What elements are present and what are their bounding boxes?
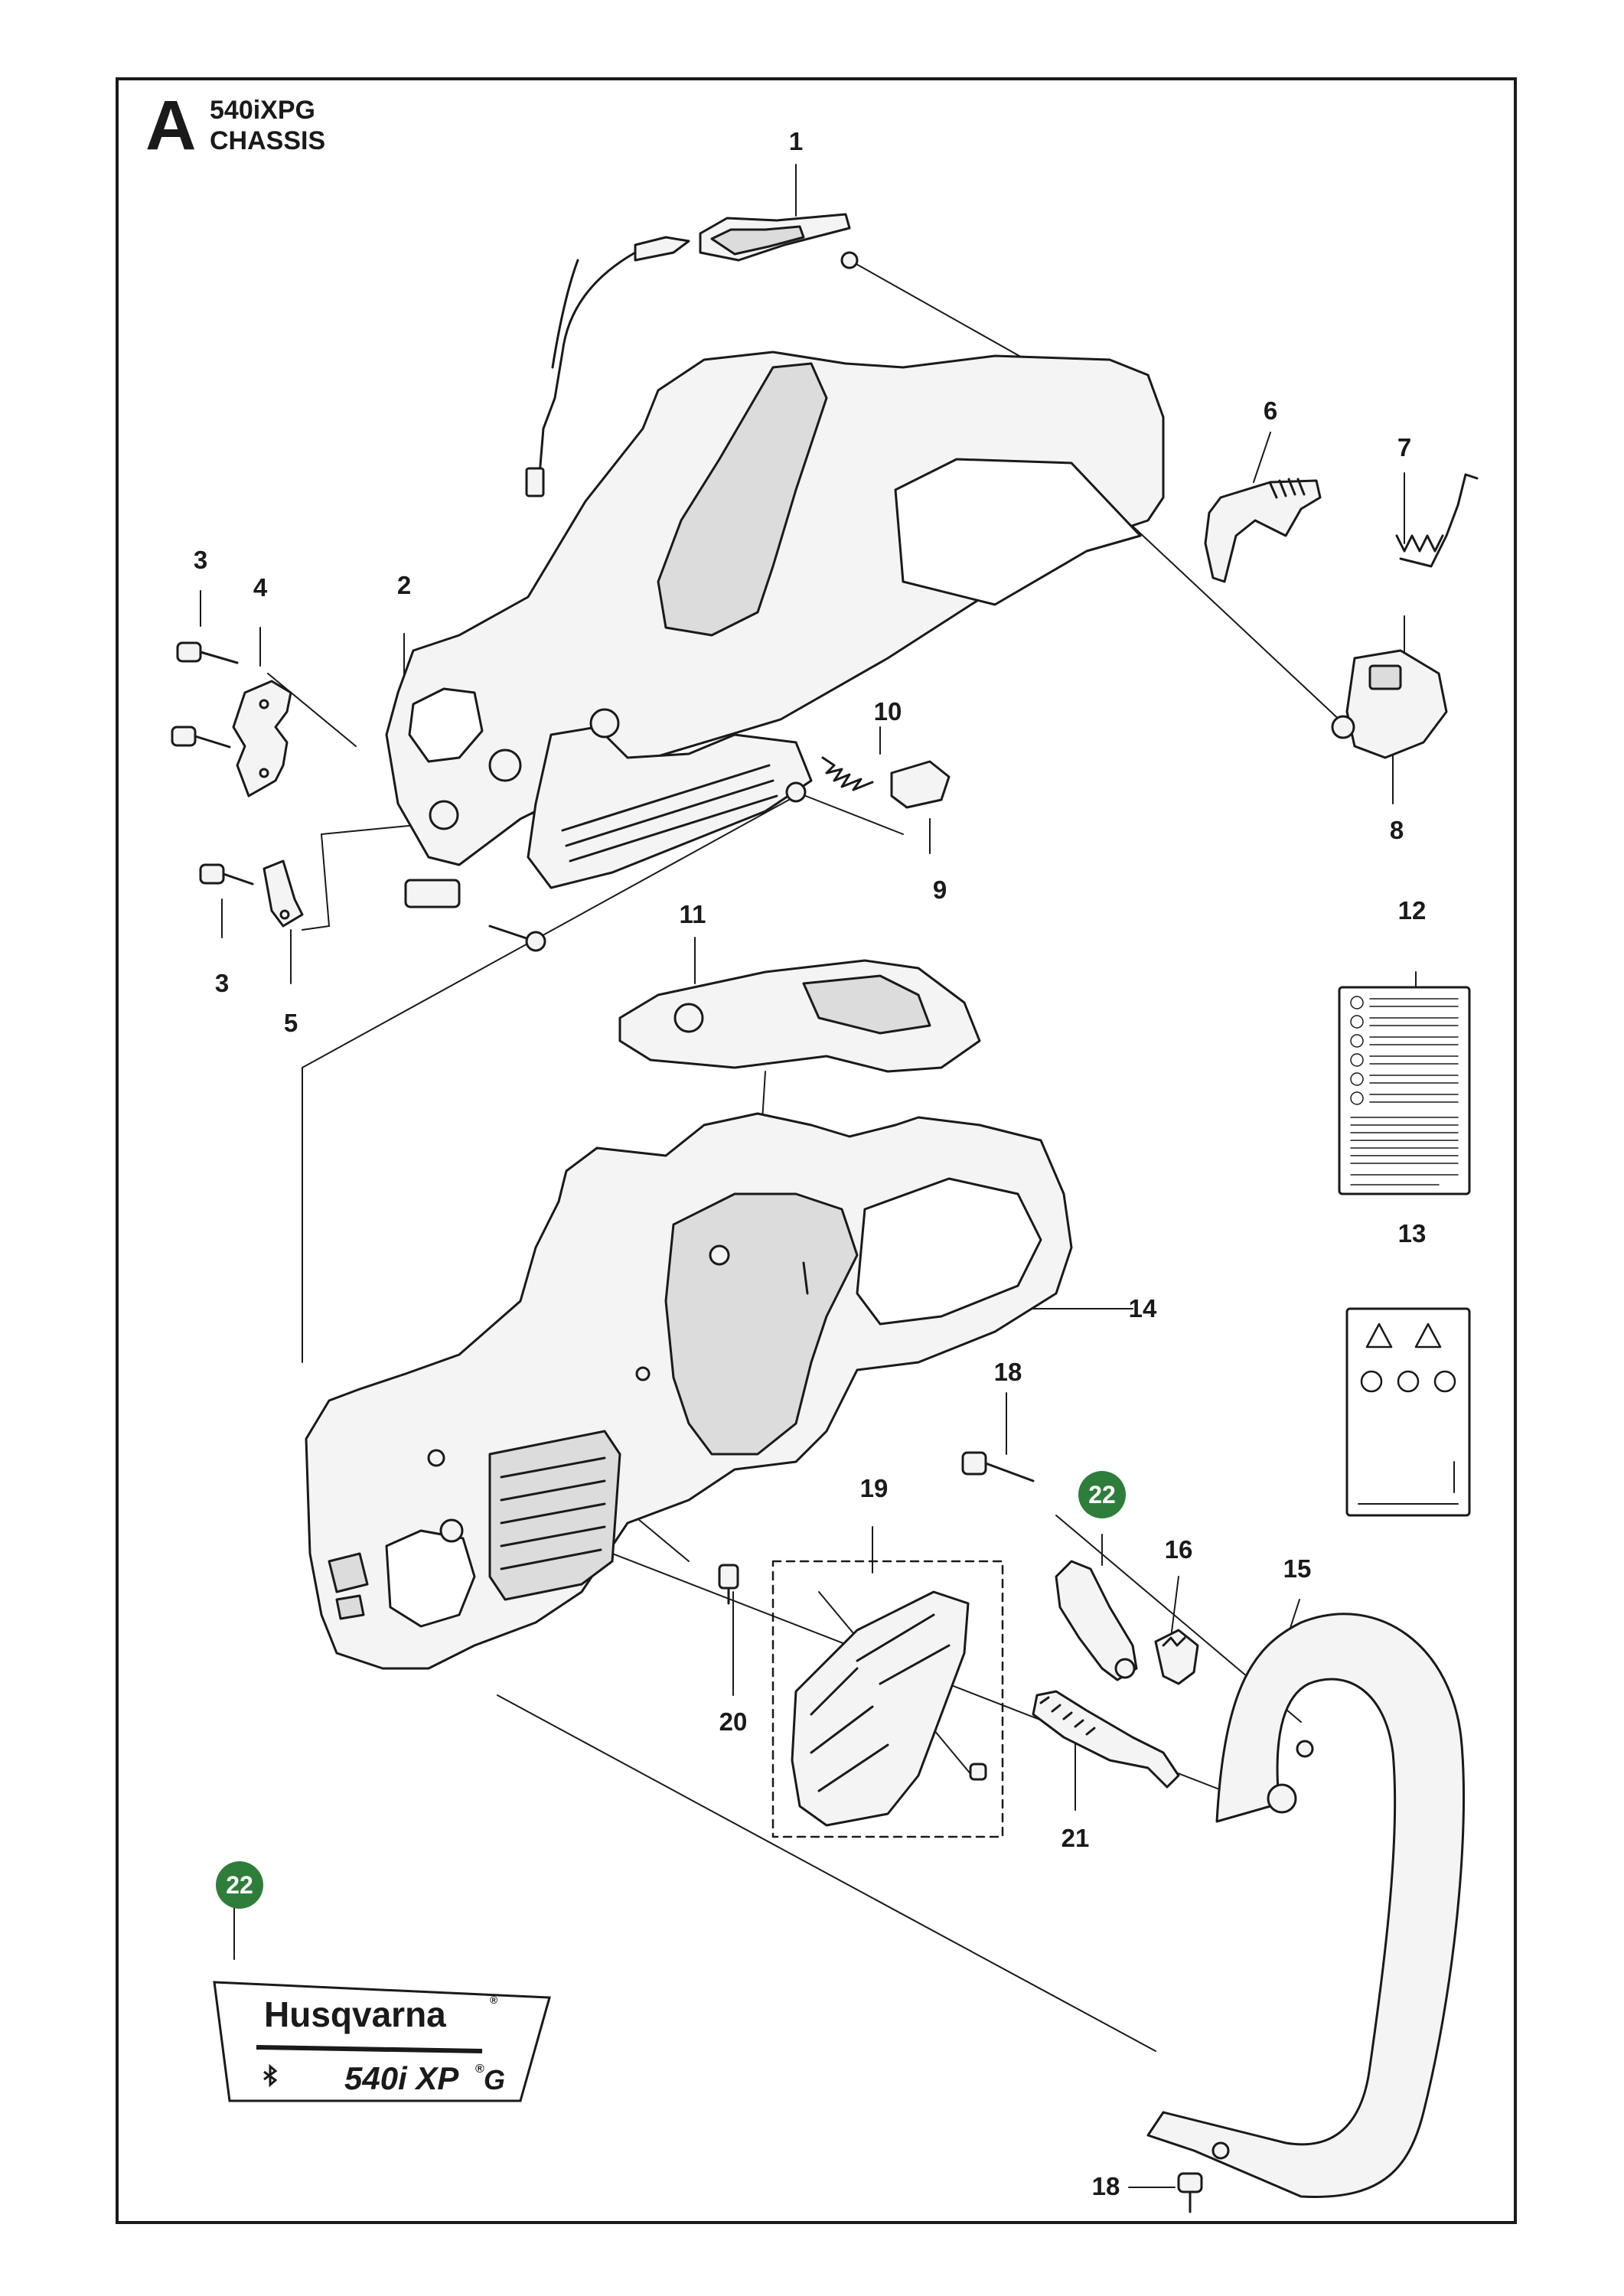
decal-model-registered: ® xyxy=(475,2063,484,2076)
callout-18-upper[interactable]: 18 xyxy=(993,1358,1022,1386)
callout-5[interactable]: 5 xyxy=(283,1009,298,1037)
diagram-frame xyxy=(116,77,1517,2224)
part-21-brake-lever-strip xyxy=(1032,1690,1180,1789)
part-2-chassis xyxy=(385,351,1165,952)
part-9-latch xyxy=(890,760,951,809)
part-8-trigger-lock xyxy=(1331,649,1448,759)
callout-2[interactable]: 2 xyxy=(396,571,412,599)
decal-model: 540i XP xyxy=(344,2060,459,2096)
decal-model-suffix: G xyxy=(484,2064,505,2095)
part-16-clip xyxy=(1154,1629,1199,1685)
part-3-screw-bottom xyxy=(199,863,254,885)
callout-3-lower[interactable]: 3 xyxy=(214,969,230,997)
title-block: 540iXPG CHASSIS xyxy=(210,95,325,156)
callout-1[interactable]: 1 xyxy=(788,127,804,155)
callout-12[interactable]: 12 xyxy=(1397,896,1427,925)
callout-7[interactable]: 7 xyxy=(1397,433,1412,461)
part-3-screw-lower xyxy=(171,726,231,748)
callout-20[interactable]: 20 xyxy=(719,1707,748,1736)
decal-brand-registered: ® xyxy=(490,1994,498,2006)
part-5-bracket xyxy=(263,859,304,928)
callout-3-upper[interactable]: 3 xyxy=(193,546,208,574)
part-18-bolt-lower xyxy=(1177,2172,1203,2213)
part-13-symbol-label xyxy=(1345,1307,1471,1517)
callout-9[interactable]: 9 xyxy=(932,876,947,904)
part-18-bolt-upper xyxy=(961,1451,1035,1482)
callout-6[interactable]: 6 xyxy=(1263,396,1278,425)
part-7-spring xyxy=(1395,473,1479,568)
part-1-handle-strip xyxy=(525,213,859,497)
bluetooth-icon xyxy=(263,2063,278,2088)
part-12-warning-label xyxy=(1338,986,1471,1195)
part-20-screw xyxy=(718,1564,739,1605)
callout-22-highlight-decal[interactable]: 22 xyxy=(216,1861,263,1909)
decal-brand: Husqvarna xyxy=(264,1994,446,2034)
section-letter: A xyxy=(145,86,197,165)
part-4-bumper-spike xyxy=(232,680,292,797)
callout-16[interactable]: 16 xyxy=(1164,1535,1193,1564)
part-11-top-cover xyxy=(618,959,981,1073)
callout-19[interactable]: 19 xyxy=(859,1474,889,1502)
part-22-brand-decal: Husqvarna ® 540i XP ® G xyxy=(213,1981,551,2102)
part-6-throttle-trigger xyxy=(1204,478,1322,583)
part-19-air-intake-cover xyxy=(771,1560,1004,1838)
model-name: 540iXPG xyxy=(210,96,315,125)
callout-22-highlight-upper[interactable]: 22 xyxy=(1078,1471,1126,1518)
callout-18-lower[interactable]: 18 xyxy=(1091,2172,1120,2200)
callout-8[interactable]: 8 xyxy=(1389,816,1404,844)
section-title: CHASSIS xyxy=(210,126,326,155)
callout-4[interactable]: 4 xyxy=(253,573,268,602)
callout-13[interactable]: 13 xyxy=(1397,1219,1427,1247)
callout-11[interactable]: 11 xyxy=(679,900,706,928)
part-22-cover-knob xyxy=(1055,1560,1138,1681)
part-14-main-housing xyxy=(305,1112,1073,1670)
callout-10[interactable]: 10 xyxy=(873,697,902,726)
callout-14[interactable]: 14 xyxy=(1128,1294,1157,1322)
part-3-screw-upper xyxy=(176,641,239,664)
part-10-spring xyxy=(821,756,874,791)
callout-21[interactable]: 21 xyxy=(1061,1824,1090,1852)
part-15-front-handle xyxy=(1146,1613,1466,2198)
callout-15[interactable]: 15 xyxy=(1283,1554,1312,1583)
